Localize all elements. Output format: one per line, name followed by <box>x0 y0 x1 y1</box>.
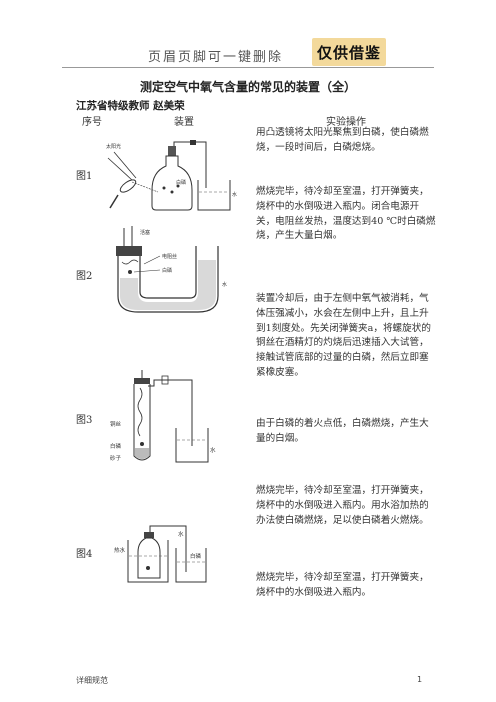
figure-2-label: 图2 <box>76 271 93 282</box>
phosphorus-dot <box>162 186 166 190</box>
u-tube-outer <box>117 246 219 313</box>
stopper <box>144 532 154 538</box>
operation-text-5: 燃烧完毕，待冷却至室温，打开弹簧夹，烧杯中的水倒吸进入瓶内。用水浴加热的办法使白… <box>256 485 429 526</box>
stopper <box>168 146 176 156</box>
footer-text: 详细规范 <box>76 676 108 685</box>
focus-ray <box>131 181 159 193</box>
water-fill <box>120 260 216 310</box>
lens-icon <box>119 179 137 193</box>
figure-4-apparatus: 热水 白磷 水 <box>114 525 207 583</box>
page-number: 1 <box>417 675 423 684</box>
header-badge: 仅供借鉴 <box>312 38 386 66</box>
document-title: 测定空气中氧气含量的常见的装置（全） <box>139 80 356 94</box>
figure-4-label: 图4 <box>76 549 93 560</box>
fig1-label-water: 水 <box>232 191 237 198</box>
figure-3-label: 图3 <box>76 415 93 426</box>
operation-text-2: 燃烧完毕，待冷却至室温，打开弹簧夹，烧杯中的水倒吸进入瓶内。闭合电源开关，电阻丝… <box>256 186 436 242</box>
test-tube <box>133 384 151 461</box>
operation-text-1: 用凸透镜将太阳光聚焦到白磷，使白磷燃烧，一段时间后，白磷熄烧。 <box>256 127 429 153</box>
sand-layer <box>135 448 149 459</box>
beaker-outline <box>197 180 231 211</box>
fig3-label-water: 水 <box>210 446 216 454</box>
fig4-label-water: 水 <box>178 530 184 538</box>
fig2-label-wire: 电阻丝 <box>162 253 177 260</box>
fig3-label-copper: 铜丝 <box>110 420 122 428</box>
column-index: 序号 <box>82 117 102 128</box>
phosphorus-dot <box>140 442 144 446</box>
stopper <box>116 246 142 256</box>
stopper <box>134 378 150 384</box>
resistance-wire <box>121 259 139 265</box>
header-text: 页眉页脚可一键删除 <box>148 50 284 65</box>
figure-1-label: 图1 <box>76 171 93 182</box>
phosphorus-dot <box>146 566 150 570</box>
figure-1-apparatus: 太阳光 白磷 水 <box>106 140 237 211</box>
callout-line <box>133 269 161 273</box>
fig3-label-sand: 砂子 <box>110 454 122 462</box>
fig1-label-sun: 太阳光 <box>106 143 121 150</box>
lens-handle <box>109 194 119 209</box>
fig2-label-piston: 活塞 <box>140 229 150 236</box>
phosphorus-dot <box>176 184 180 188</box>
callout-line <box>143 255 161 265</box>
connecting-tube <box>149 525 187 572</box>
sunray-line <box>113 151 137 179</box>
author-line: 江苏省特级教师 赵美荣 <box>76 100 185 112</box>
operation-text-4: 由于白磷的着火点低，白磷燃烧，产生大量的白烟。 <box>256 418 429 444</box>
phosphorus-dot <box>128 270 132 274</box>
beaker-outline <box>175 428 209 463</box>
fig2-label-phosphorus: 白磷 <box>162 267 172 274</box>
fig4-label-hot-water: 热水 <box>114 546 126 554</box>
connecting-tube <box>148 379 193 446</box>
flask-outline <box>137 537 161 579</box>
phosphorus-dot <box>170 190 174 194</box>
clamp-icon <box>190 140 196 145</box>
fig2-label-water: 水 <box>222 281 227 288</box>
sunray-line <box>107 157 133 181</box>
fig3-label-phosphorus: 白磷 <box>110 442 122 450</box>
operation-text-3: 装置冷却后，由于左侧中氧气被消耗，气体压强减小，水会在左侧中上升，且上升到1刻度… <box>256 293 431 378</box>
water-beaker <box>175 548 207 583</box>
flask-outline <box>151 155 193 211</box>
figure-2-apparatus: 活塞 电阻丝 白磷 水 <box>116 226 227 313</box>
fig4-label-phosphorus: 白磷 <box>190 552 202 560</box>
copper-spiral <box>137 387 143 437</box>
fig1-label-phosphorus: 白磷 <box>176 179 186 186</box>
column-apparatus: 装置 <box>174 117 194 128</box>
operation-text-6: 燃烧完毕，待冷却至室温，打开弹簧夹，烧杯中的水倒吸进入瓶内。 <box>256 572 429 598</box>
clamp-icon <box>161 375 169 385</box>
figure-3-apparatus: 铜丝 白磷 砂子 水 <box>110 370 216 463</box>
hot-water-beaker <box>127 540 169 583</box>
u-tube-inner <box>139 246 197 299</box>
header-divider <box>62 67 434 68</box>
column-operation: 实验操作 <box>326 117 366 128</box>
